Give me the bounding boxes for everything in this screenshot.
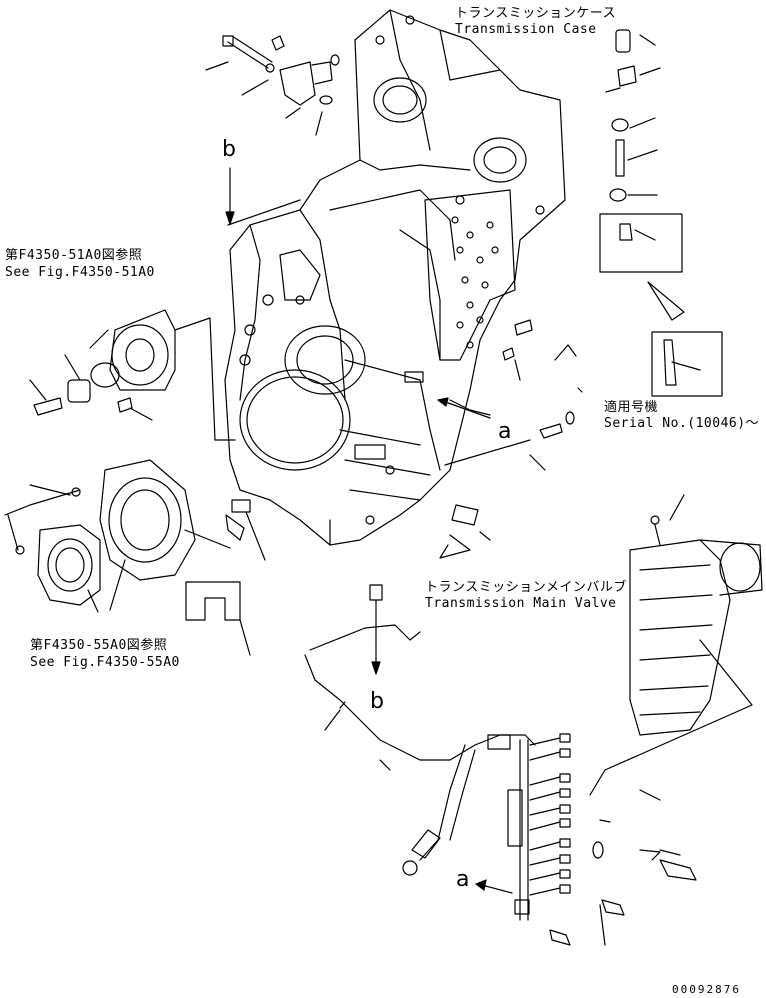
left-bearing-retainer	[4, 459, 251, 656]
valve-mounting-plate	[424, 189, 516, 361]
view-arrow-a-bottom	[475, 879, 513, 894]
fig-51a0-reference-jp: 第F4350-51A0図参照	[5, 248, 143, 263]
main-valve-label-jp: トランスミッションメインバルブ	[425, 580, 627, 595]
transmission-case	[224, 9, 566, 546]
fig-51a0-reference-en: See Fig.F4350-51A0	[5, 265, 155, 280]
view-marker-b-bottom: b	[370, 689, 385, 714]
transmission-case-label-jp: トランスミッションケース	[455, 6, 617, 21]
top-left-fasteners	[205, 35, 340, 136]
main-valve-label-en: Transmission Main Valve	[425, 596, 617, 611]
serial-label-jp: 適用号機	[604, 400, 659, 415]
fig-55a0-reference-en: See Fig.F4350-55A0	[30, 655, 180, 670]
serial-label-en: Serial No.(10046)～	[604, 416, 760, 431]
right-small-parts	[599, 29, 723, 397]
view-arrow-a-right	[437, 397, 491, 419]
transmission-main-valve	[589, 494, 763, 796]
case-fittings	[225, 319, 583, 561]
left-hub-assembly	[29, 309, 236, 441]
transmission-case-label-en: Transmission Case	[455, 22, 597, 37]
view-arrow-b-top	[225, 167, 301, 226]
fig-55a0-reference-jp: 第F4350-55A0図参照	[30, 638, 168, 653]
view-marker-a-right: a	[498, 419, 512, 444]
view-marker-a-bottom: a	[456, 867, 470, 892]
view-arrow-b-bottom	[371, 639, 381, 675]
wiring-harness	[304, 584, 697, 946]
view-marker-b-top: b	[222, 137, 237, 162]
document-number: 00092876	[672, 983, 741, 996]
